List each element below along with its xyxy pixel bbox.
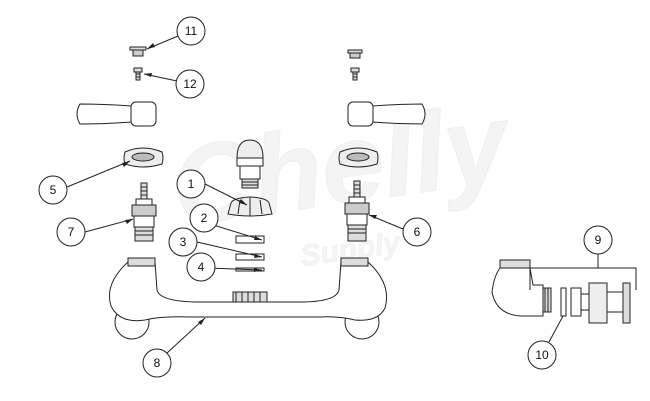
- bracket-9: [529, 267, 637, 290]
- eccentric-union-assembly: [570, 282, 631, 324]
- callout-3-label: 3: [180, 235, 187, 249]
- callout-11-label: 11: [185, 24, 198, 38]
- callout-5: 5: [38, 175, 68, 205]
- callout-7: 7: [56, 217, 86, 247]
- callout-10-label: 10: [535, 348, 549, 362]
- callout-1: 1: [176, 169, 206, 199]
- gasket-10: [560, 287, 567, 317]
- right-escutcheon-bonnet: [338, 147, 379, 168]
- callout-2: 2: [189, 203, 219, 233]
- callout-4-label: 4: [198, 260, 205, 274]
- callout-5-label: 5: [50, 183, 57, 197]
- callout-6: 6: [402, 217, 432, 247]
- callouts: 1 2 3 4 5 6 7 8: [38, 16, 613, 378]
- callout-4: 4: [186, 252, 216, 282]
- callout-3: 3: [168, 227, 198, 257]
- right-index-button: [347, 49, 363, 59]
- callout-7-label: 7: [68, 225, 75, 239]
- left-lever-handle: [76, 101, 157, 127]
- callout-12: 12: [175, 69, 205, 99]
- left-index-button: [129, 46, 147, 57]
- watermark: Chelly Supply: [164, 78, 520, 273]
- left-escutcheon-bonnet: [123, 147, 164, 168]
- left-cartridge: [131, 182, 157, 242]
- callout-6-label: 6: [414, 225, 421, 239]
- right-cartridge: [344, 180, 370, 242]
- callout-9: 9: [583, 225, 613, 255]
- right-handle-screw: [350, 67, 360, 81]
- callout-12-label: 12: [183, 77, 197, 91]
- callout-8-label: 8: [154, 356, 161, 370]
- leader-arrowheads: [122, 43, 377, 325]
- callout-8: 8: [142, 348, 172, 378]
- coupling-nut: [227, 196, 273, 217]
- center-swivel-adapter: [236, 139, 264, 189]
- callout-1-label: 1: [188, 177, 195, 191]
- right-lever-handle: [347, 101, 426, 127]
- callout-9-label: 9: [595, 233, 602, 247]
- left-handle-screw: [133, 67, 143, 81]
- callout-10: 10: [527, 340, 557, 370]
- callout-2-label: 2: [201, 211, 208, 225]
- callout-11: 11: [176, 16, 206, 46]
- faucet-body: [108, 257, 388, 340]
